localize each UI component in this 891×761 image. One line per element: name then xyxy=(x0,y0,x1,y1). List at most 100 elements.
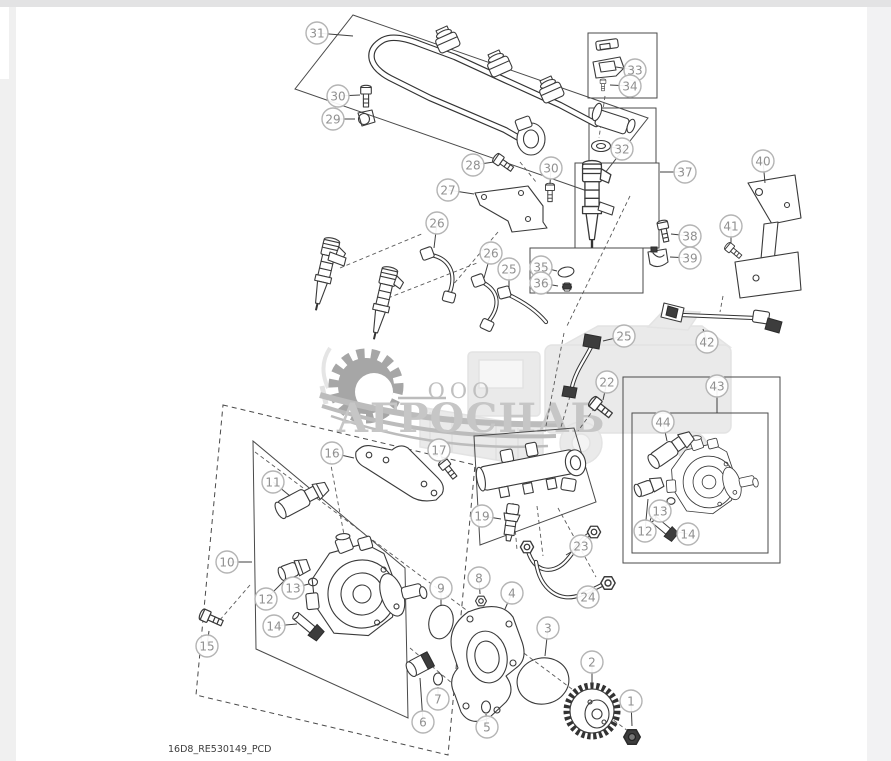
callout-2[interactable]: 2 xyxy=(580,650,604,684)
callout-circle[interactable] xyxy=(425,211,449,235)
callout-circle[interactable] xyxy=(618,74,642,98)
callout-circle[interactable] xyxy=(195,634,219,658)
callout-circle[interactable] xyxy=(580,650,604,674)
callout-circle[interactable] xyxy=(497,257,521,281)
callout-16[interactable]: 16 xyxy=(320,441,355,465)
control-valve-11 xyxy=(274,481,330,520)
callout-circle[interactable] xyxy=(427,438,451,462)
callout-circle[interactable] xyxy=(695,330,719,354)
callout-11[interactable]: 11 xyxy=(261,470,291,497)
callout-8[interactable]: 8 xyxy=(467,566,491,595)
callout-circle[interactable] xyxy=(436,178,460,202)
callout-circle[interactable] xyxy=(215,550,239,574)
callout-30[interactable]: 30 xyxy=(326,84,361,108)
callout-number: 14 xyxy=(266,620,281,634)
callout-41[interactable]: 41 xyxy=(719,214,743,243)
callout-26[interactable]: 26 xyxy=(479,241,503,279)
callout-26[interactable]: 26 xyxy=(425,211,449,249)
callout-24[interactable]: 24 xyxy=(576,585,600,609)
callout-circle[interactable] xyxy=(678,246,702,270)
callout-circle[interactable] xyxy=(261,470,285,494)
callout-12[interactable]: 12 xyxy=(633,498,657,543)
callout-13[interactable]: 13 xyxy=(648,499,672,523)
callout-39[interactable]: 39 xyxy=(669,246,702,270)
callout-circle[interactable] xyxy=(254,587,278,611)
callout-43[interactable]: 43 xyxy=(705,374,729,413)
bolt-15 xyxy=(197,607,226,630)
o-ring-5 xyxy=(480,700,492,714)
callout-circle[interactable] xyxy=(633,519,657,543)
callout-circle[interactable] xyxy=(705,374,729,398)
callout-10[interactable]: 10 xyxy=(215,550,252,574)
callout-circle[interactable] xyxy=(475,715,499,739)
callout-29[interactable]: 29 xyxy=(321,107,355,131)
callout-37[interactable]: 37 xyxy=(660,160,697,184)
callout-circle[interactable] xyxy=(426,687,450,711)
callout-35[interactable]: 35 xyxy=(529,255,558,279)
callout-circle[interactable] xyxy=(576,585,600,609)
callout-17[interactable]: 17 xyxy=(427,438,451,462)
callout-circle[interactable] xyxy=(648,499,672,523)
callout-circle[interactable] xyxy=(305,21,329,45)
callout-circle[interactable] xyxy=(461,153,485,177)
callout-7[interactable]: 7 xyxy=(426,687,450,711)
callout-number: 12 xyxy=(258,593,273,607)
callout-30[interactable]: 30 xyxy=(539,156,563,185)
callout-circle[interactable] xyxy=(500,581,524,605)
callout-circle[interactable] xyxy=(467,566,491,590)
callout-25[interactable]: 25 xyxy=(497,257,521,289)
mounting-bracket-40 xyxy=(734,174,802,299)
callout-circle[interactable] xyxy=(326,84,350,108)
callout-circle[interactable] xyxy=(321,107,345,131)
callout-22[interactable]: 22 xyxy=(595,370,619,401)
callout-19[interactable]: 19 xyxy=(470,504,502,528)
callout-14[interactable]: 14 xyxy=(673,522,700,546)
callout-circle[interactable] xyxy=(595,370,619,394)
callout-40[interactable]: 40 xyxy=(751,149,775,184)
callout-14[interactable]: 14 xyxy=(262,614,298,638)
callout-circle[interactable] xyxy=(429,576,453,600)
callout-38[interactable]: 38 xyxy=(670,224,702,248)
callout-circle[interactable] xyxy=(569,534,593,558)
callout-circle[interactable] xyxy=(651,410,675,434)
callout-circle[interactable] xyxy=(539,156,563,180)
callout-circle[interactable] xyxy=(411,710,435,734)
callout-circle[interactable] xyxy=(676,522,700,546)
page-right-margin xyxy=(867,7,891,761)
callout-6[interactable]: 6 xyxy=(411,677,435,734)
callout-44[interactable]: 44 xyxy=(651,410,675,442)
callout-36[interactable]: 36 xyxy=(529,271,559,295)
callout-circle[interactable] xyxy=(470,504,494,528)
callout-31[interactable]: 31 xyxy=(305,21,354,45)
callout-42[interactable]: 42 xyxy=(695,328,719,354)
callout-circle[interactable] xyxy=(751,149,775,173)
callout-circle[interactable] xyxy=(673,160,697,184)
callout-1[interactable]: 1 xyxy=(619,689,643,727)
callout-circle[interactable] xyxy=(719,214,743,238)
callout-23[interactable]: 23 xyxy=(565,534,593,558)
callout-34[interactable]: 34 xyxy=(609,74,642,98)
callout-circle[interactable] xyxy=(536,616,560,640)
callout-13[interactable]: 13 xyxy=(281,576,310,600)
callout-circle[interactable] xyxy=(262,614,286,638)
nut-8 xyxy=(474,595,488,607)
callout-32[interactable]: 32 xyxy=(610,137,634,161)
callout-15[interactable]: 15 xyxy=(195,630,219,658)
callout-circle[interactable] xyxy=(619,689,643,713)
callout-12[interactable]: 12 xyxy=(254,577,288,611)
callout-5[interactable]: 5 xyxy=(475,713,499,739)
callout-4[interactable]: 4 xyxy=(500,581,524,610)
fuel-line-26b xyxy=(470,273,499,332)
callout-circle[interactable] xyxy=(479,241,503,265)
injector-side-port xyxy=(597,201,615,216)
callout-circle[interactable] xyxy=(529,271,553,295)
callout-3[interactable]: 3 xyxy=(536,616,560,657)
callout-circle[interactable] xyxy=(320,441,344,465)
callout-circle[interactable] xyxy=(281,576,305,600)
callout-circle[interactable] xyxy=(612,324,636,348)
callout-28[interactable]: 28 xyxy=(461,153,495,177)
callout-circle[interactable] xyxy=(610,137,634,161)
callout-27[interactable]: 27 xyxy=(436,178,475,202)
callout-9[interactable]: 9 xyxy=(429,576,453,605)
callout-25[interactable]: 25 xyxy=(602,324,636,348)
